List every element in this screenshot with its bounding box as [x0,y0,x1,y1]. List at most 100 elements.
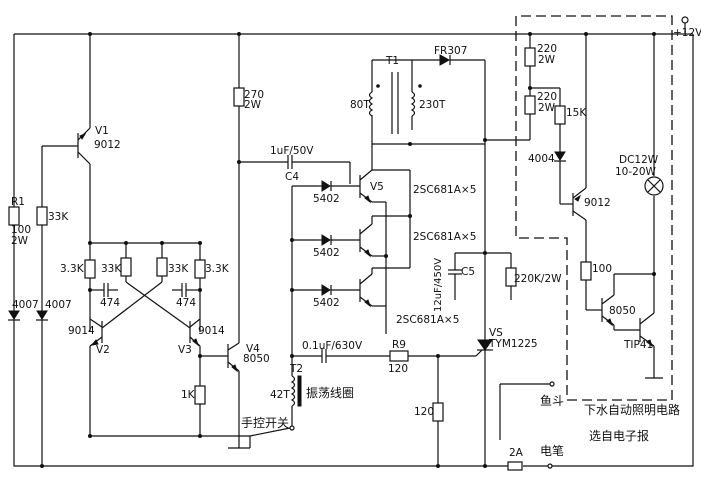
lamp-type: DC12W [619,154,659,166]
diode-5402-c [318,284,360,296]
transformer-t1 [368,72,422,134]
vs-name: VS [489,327,503,339]
diode-4004-label: 4004 [528,153,555,165]
lamp-dc12w [644,176,664,196]
r9-name: R9 [392,339,406,351]
r1-power: 2W [11,235,29,247]
fuse-2a [507,461,523,471]
c5-name: C5 [461,266,475,278]
junction-dots [40,32,656,468]
q-8050-label: 8050 [609,305,636,317]
diode-4004 [554,151,566,162]
r-220k-label: 220K/2W [514,273,562,285]
diode-4007-a-label: 4007 [12,299,39,311]
q-2sc681a-b-label: 2SC681A×5 [413,231,476,243]
diode-5402-a-label: 5402 [313,193,340,205]
resistor-220-b [524,95,536,115]
resistor-r9 [389,350,409,362]
diode-5402-b [318,234,360,246]
r9-value: 120 [388,363,408,375]
t1-name: T1 [385,55,399,67]
c4-name: C4 [285,171,299,183]
note-lighting: 下水自动照明电路 [584,402,680,417]
v4-name: V4 [246,343,260,355]
r-220-b-power: 2W [538,102,556,114]
manual-switch [249,425,295,448]
capacitor-474-a [103,283,109,297]
t1-secondary: 230T [419,99,446,111]
c-474-b-label: 474 [176,297,196,309]
probe-pen-label: 电笔 [540,443,564,458]
resistor-220-a [524,47,536,67]
transistor-2sc681a-c [359,273,373,308]
r-220-a-power: 2W [538,54,556,66]
v4-type: 8050 [243,353,270,365]
v1-name: V1 [95,125,109,137]
resistor-33k-a [120,257,132,277]
diode-5402-a [318,180,360,192]
t2-name: T2 [289,363,303,375]
diode-5402-b-label: 5402 [313,247,340,259]
r-1k-label: 1K [181,389,196,401]
r-3-3k-a-label: 3.3K [60,263,85,275]
transistor-v3 [189,318,201,347]
probe-bucket-label: 鱼斗 [540,394,564,408]
c4-value: 1uF/50V [270,145,314,157]
transistor-v4 [227,342,240,373]
transistor-v1 [77,34,91,243]
r1-value: 100 [11,224,31,236]
v2-name: V2 [96,344,110,356]
note-source: 选自电子报 [589,428,649,443]
transistor-tip41 [639,312,655,348]
r-15k-label: 15K [566,107,587,119]
capacitor-c4 [287,155,293,169]
transistor-9012 [572,187,587,221]
t2-label: 振荡线圈 [306,386,354,400]
v3-type: 9014 [198,325,225,337]
transistor-2sc681a-b [359,223,373,258]
r-100-label: 100 [592,263,612,275]
q-tip41-label: TIP41 [623,339,653,351]
diode-4007-b-label: 4007 [45,299,72,311]
resistor-r1 [8,206,20,226]
transistor-8050 [601,294,615,327]
t1-primary: 80T [350,99,370,111]
v2-type: 9014 [68,325,95,337]
diode-fr307-label: FR307 [434,45,467,57]
vs-type: TYM1225 [488,338,538,350]
resistor-120 [432,402,444,422]
c5-value: 12uF/450V [433,258,444,312]
r1-name: R1 [11,196,25,208]
coil-t2 [290,375,302,407]
lamp-power: 10-20W [615,166,657,178]
resistor-33k-b [156,257,168,277]
supply-rails [13,16,694,467]
lighting-boundary [515,15,673,401]
r-220-b-label: 220 [537,91,557,103]
v5-name: V5 [370,181,384,193]
v1-type: 9012 [94,139,121,151]
switch-label: 手控开关 [241,416,289,430]
c-474-a-label: 474 [100,297,120,309]
diode-4007-a [8,310,20,321]
r-270-power: 2W [244,99,262,111]
supply-label: +12V [673,27,701,39]
c-01uf-label: 0.1uF/630V [302,340,363,352]
r-33k-left-label: 33K [48,211,69,223]
diode-4007-b [36,310,48,321]
resistor-100 [580,261,592,281]
resistor-15k [554,105,566,125]
diode-5402-c-label: 5402 [313,297,340,309]
q-9012-label: 9012 [584,197,611,209]
transistor-v2 [89,318,103,347]
r-120-label: 120 [414,406,434,418]
resistor-3-3k-b [194,259,206,279]
r-270-label: 270 [244,89,264,101]
t2-turns: 42T [270,389,290,401]
transistor-v5 [359,169,373,204]
capacitor-474-b [181,283,187,297]
q-2sc681a-a-label: 2SC681A×5 [413,184,476,196]
r-33k-a-label: 33K [101,263,122,275]
resistor-33k-left [36,206,48,226]
